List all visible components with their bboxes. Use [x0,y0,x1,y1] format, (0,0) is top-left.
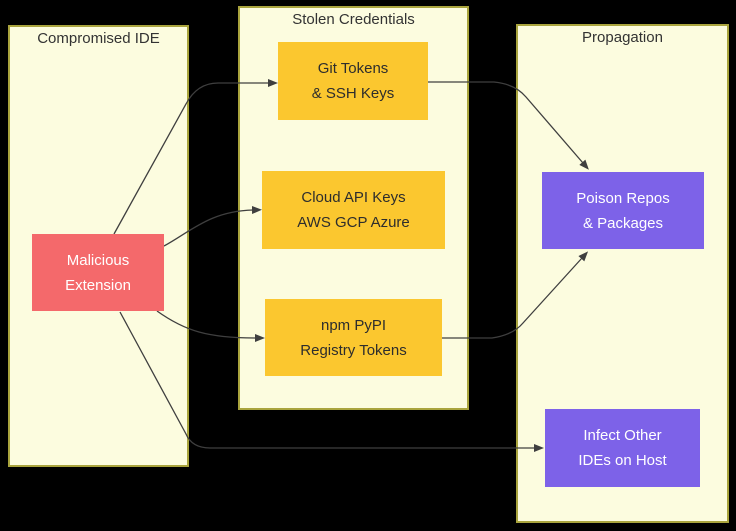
node-git-tokens-ssh-keys: Git Tokens & SSH Keys [278,42,428,120]
group-title-propagation: Propagation [582,29,663,46]
node-cloud-api-keys: Cloud API Keys AWS GCP Azure [262,171,445,249]
group-title-stolen-credentials: Stolen Credentials [292,11,415,28]
node-poison-repos-packages: Poison Repos & Packages [542,172,704,249]
node-infect-other-ides: Infect Other IDEs on Host [545,409,700,487]
node-malicious-extension: Malicious Extension [32,234,164,311]
group-title-compromised-ide: Compromised IDE [37,30,160,47]
node-npm-pypi-registry-tokens: npm PyPI Registry Tokens [265,299,442,376]
